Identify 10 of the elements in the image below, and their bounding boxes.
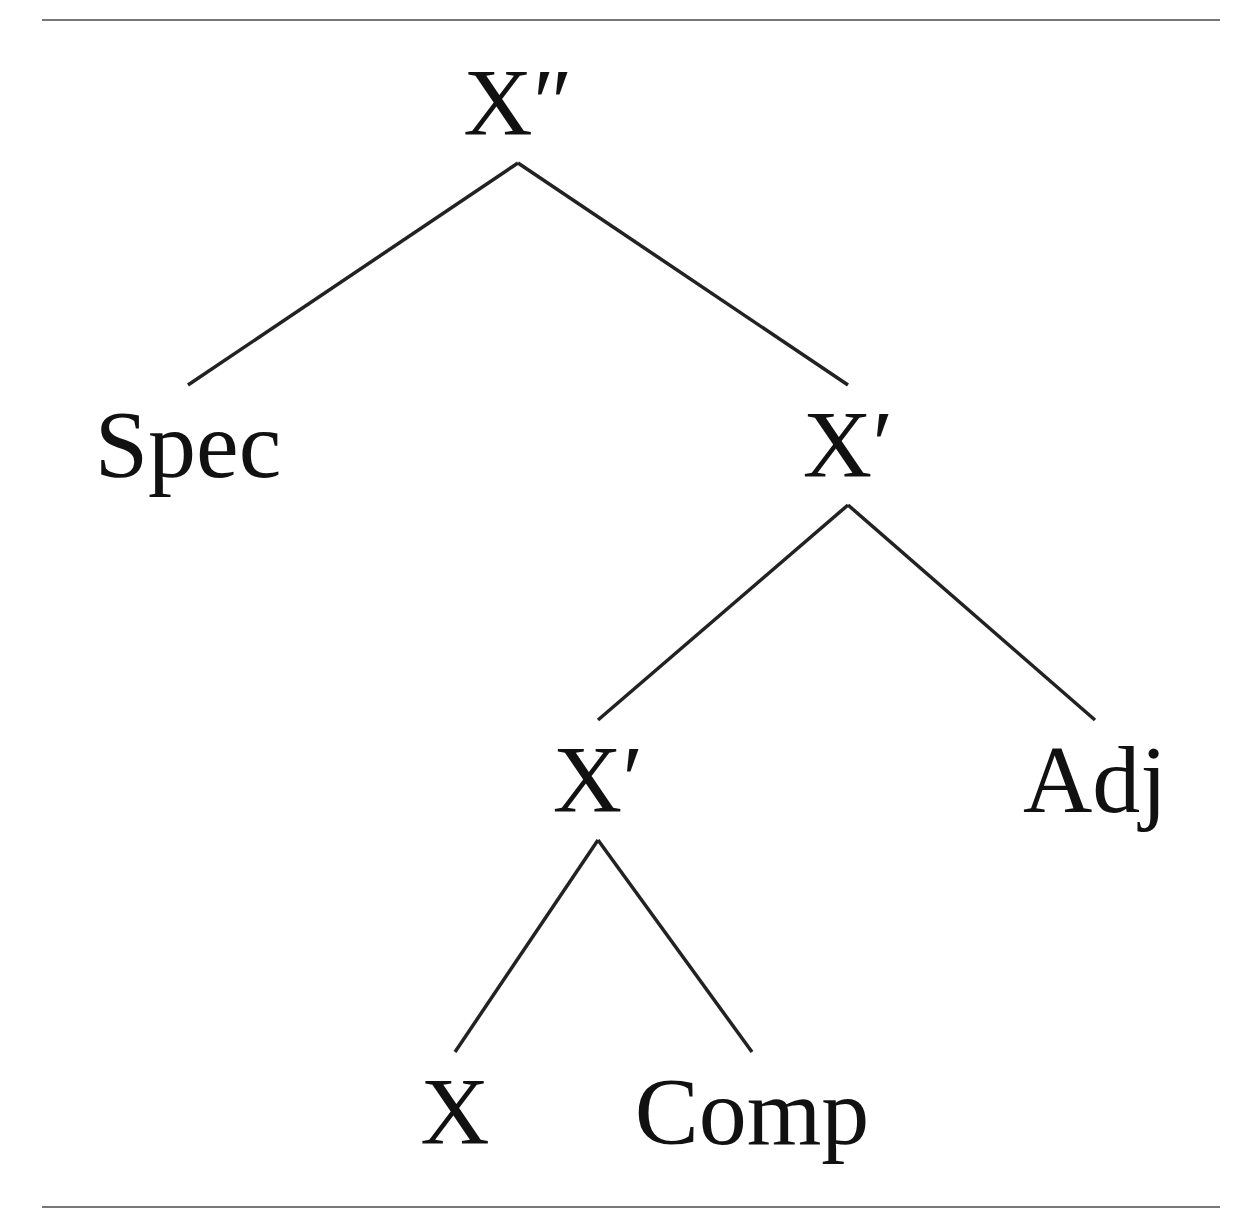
tree-node-label: X xyxy=(416,1064,494,1160)
tree-branch-line xyxy=(846,503,1097,722)
tree-branch-line xyxy=(596,503,850,722)
tree-node-label: X′ xyxy=(548,732,648,828)
tree-branch-line xyxy=(453,839,600,1053)
tree-branch-line xyxy=(187,161,519,387)
tree-node-label: X′ xyxy=(798,397,898,493)
tree-branch-line xyxy=(517,161,849,387)
tree-branch-line xyxy=(596,838,754,1054)
tree-node-label: X″ xyxy=(459,55,577,151)
